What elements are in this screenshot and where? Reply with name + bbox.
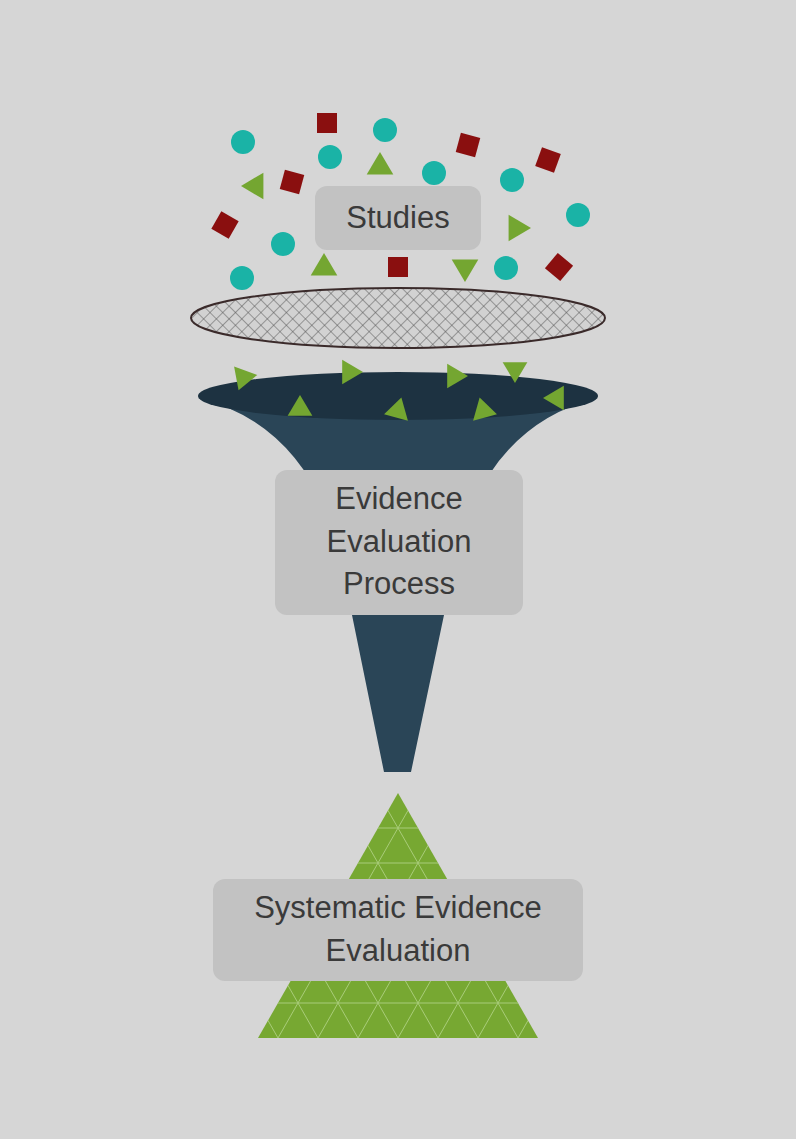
pyramid-grid bbox=[0, 303, 796, 1038]
triangle-mark bbox=[468, 394, 497, 420]
circle-mark bbox=[231, 130, 255, 154]
square-mark bbox=[211, 211, 238, 238]
box-label: Evidence Evaluation Process bbox=[287, 478, 511, 606]
box-label: Systematic Evidence Evaluation bbox=[225, 887, 571, 973]
funnel bbox=[198, 398, 598, 772]
box-label: Studies bbox=[346, 197, 449, 240]
circle-mark bbox=[318, 145, 342, 169]
square-mark bbox=[535, 147, 561, 173]
circle-mark bbox=[373, 118, 397, 142]
square-mark bbox=[456, 133, 480, 157]
studies-box: Studies bbox=[315, 186, 481, 250]
triangle-mark bbox=[509, 215, 531, 242]
circle-mark bbox=[500, 168, 524, 192]
circle-mark bbox=[271, 232, 295, 256]
square-mark bbox=[388, 257, 408, 277]
triangle-mark bbox=[311, 253, 338, 275]
triangle-mark bbox=[367, 152, 394, 174]
triangle-mark bbox=[227, 366, 257, 394]
triangle-mark bbox=[452, 260, 479, 282]
sieve bbox=[191, 288, 605, 348]
funnel-rim bbox=[198, 372, 598, 420]
circle-mark bbox=[422, 161, 446, 185]
circle-mark bbox=[230, 266, 254, 290]
square-mark bbox=[280, 170, 304, 194]
triangle-mark bbox=[288, 395, 313, 416]
triangle-mark bbox=[543, 386, 564, 411]
triangle-mark bbox=[503, 362, 528, 383]
square-mark bbox=[317, 113, 337, 133]
filtered-shapes bbox=[227, 360, 564, 421]
triangle-mark bbox=[342, 360, 363, 385]
circle-mark bbox=[494, 256, 518, 280]
study-shapes bbox=[211, 113, 590, 290]
triangle-mark bbox=[241, 173, 263, 200]
triangle-mark bbox=[447, 364, 468, 389]
circle-mark bbox=[566, 203, 590, 227]
square-mark bbox=[545, 253, 573, 281]
triangle-mark bbox=[384, 394, 413, 420]
process-box: Evidence Evaluation Process bbox=[275, 470, 523, 615]
result-box: Systematic Evidence Evaluation bbox=[213, 879, 583, 981]
